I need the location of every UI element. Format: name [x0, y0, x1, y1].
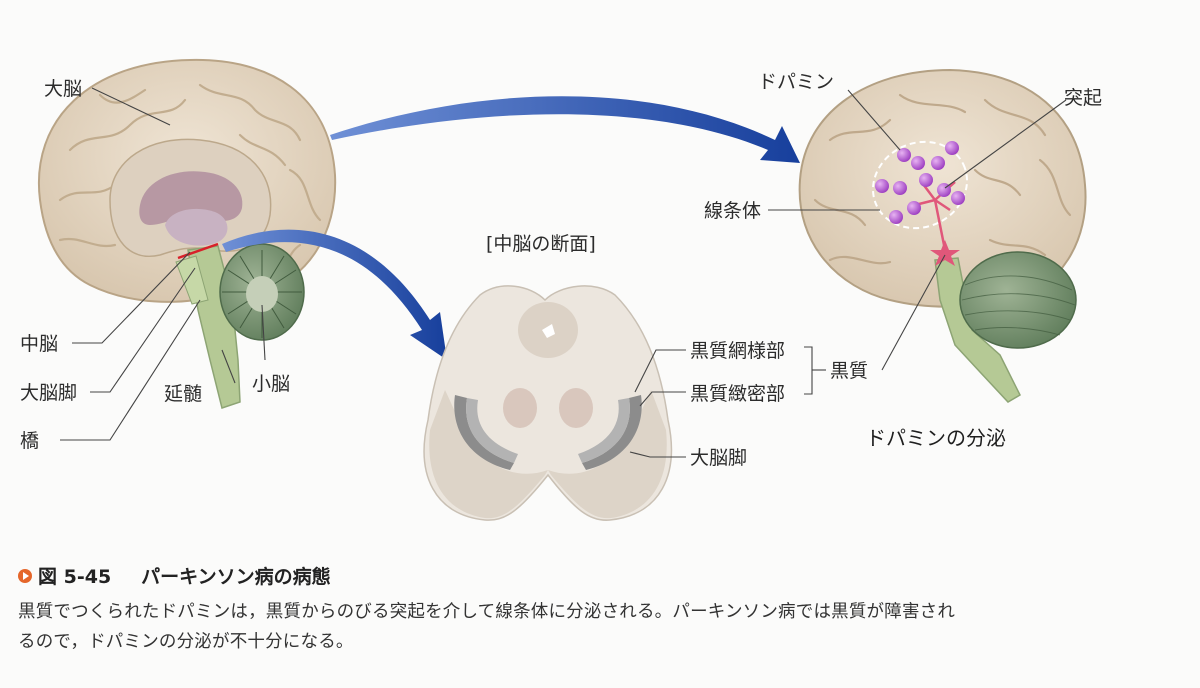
label-cerebrum: 大脳 [44, 78, 82, 100]
caption-line-2: るので，ドパミンの分泌が不十分になる。 [18, 627, 1178, 657]
cerebellum-left [220, 244, 304, 340]
label-section-title: [中脳の断面] [486, 233, 596, 255]
label-pons: 橋 [20, 430, 39, 452]
figure-number: 図 5-45 [38, 562, 111, 589]
caption-title-row: 図 5-45 パーキンソン病の病態 [18, 562, 1178, 589]
caption-title: パーキンソン病の病態 [141, 562, 330, 589]
caption-body: 黒質でつくられたドパミンは，黒質からのびる突起を介して線条体に分泌される。パーキ… [18, 597, 1178, 657]
lateral-brain-illustration [800, 70, 1086, 402]
arrow-to-right-brain [330, 96, 800, 163]
caption-bullet-icon [18, 569, 32, 583]
label-dopamine: ドパミン [758, 71, 834, 93]
label-cerebral-peduncle-right: 大脳脚 [690, 447, 747, 469]
label-dopamine-secretion: ドパミンの分泌 [866, 426, 1006, 450]
label-cerebellum: 小脳 [252, 373, 290, 395]
center-labels: 黒質網様部 黒質緻密部 大脳脚 黒質 [690, 340, 868, 469]
label-substantia-nigra: 黒質 [830, 360, 868, 382]
label-compacta: 黒質緻密部 [690, 383, 785, 405]
label-cerebral-peduncle-left: 大脳脚 [20, 382, 77, 404]
label-midbrain: 中脳 [20, 333, 58, 355]
label-reticulata: 黒質網様部 [690, 340, 785, 362]
cerebellum-right [960, 252, 1076, 348]
label-process: 突起 [1064, 87, 1102, 109]
label-striatum: 線条体 [704, 200, 761, 222]
figure-caption: 図 5-45 パーキンソン病の病態 黒質でつくられたドパミンは，黒質からのびる突… [18, 562, 1178, 657]
midbrain-section [424, 286, 671, 520]
caption-line-1: 黒質でつくられたドパミンは，黒質からのびる突起を介して線条体に分泌される。パーキ… [18, 597, 1178, 627]
label-medulla: 延髄 [164, 383, 202, 405]
